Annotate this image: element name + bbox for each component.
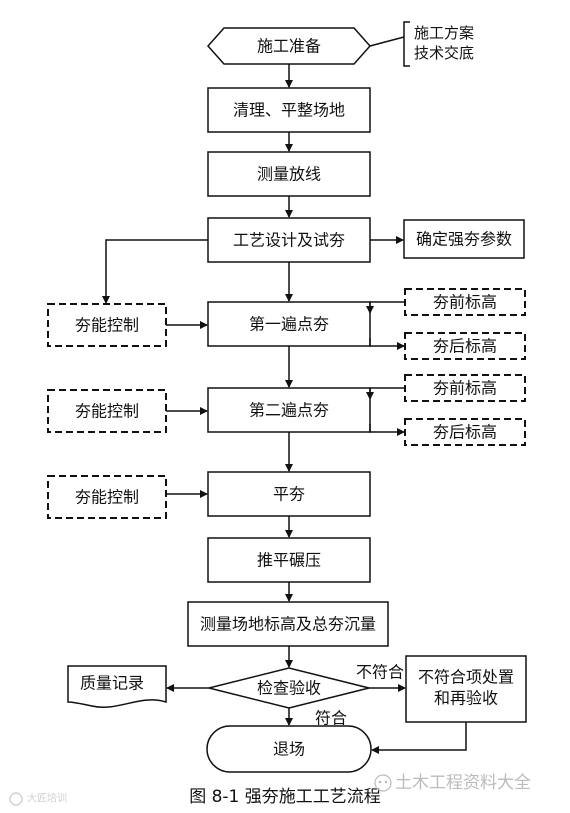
note-bracket <box>403 21 410 67</box>
fix-label-2: 和再验收 <box>434 689 498 708</box>
clear-label: 清理、平整场地 <box>233 101 345 120</box>
arrow <box>366 387 405 400</box>
exit-label: 退场 <box>273 740 305 759</box>
first-pass-label: 第一遍点夯 <box>249 315 329 334</box>
record-label: 质量记录 <box>80 674 144 693</box>
arrow <box>369 424 405 436</box>
start-shape <box>206 27 372 65</box>
control-label-1: 夯能控制 <box>75 316 139 335</box>
second-pass-label: 第二遍点夯 <box>249 401 329 420</box>
arrow <box>366 301 405 314</box>
arrow <box>102 239 208 304</box>
params-box <box>403 219 525 259</box>
pass-label: 符合 <box>315 709 347 728</box>
arrow <box>369 338 405 350</box>
watermark-logo-icon <box>9 792 23 806</box>
measure-box <box>187 601 389 647</box>
control-label-3: 夯能控制 <box>75 488 139 507</box>
control-label-2: 夯能控制 <box>75 402 139 421</box>
watermark-left-text: 大匠培训 <box>27 792 67 805</box>
fix-label-1: 不符合项处置 <box>418 668 514 687</box>
control-box-3 <box>47 475 167 519</box>
before-label-1: 夯前标高 <box>433 293 497 312</box>
level-tamp-label: 平夯 <box>273 485 305 504</box>
check-label: 检查验收 <box>257 679 321 698</box>
note-line-2: 技术交底 <box>414 44 474 62</box>
after-box-1 <box>404 332 526 360</box>
after-label-2: 夯后标高 <box>433 423 497 442</box>
after-box-2 <box>404 418 526 446</box>
watermark-right: 土木工程资料大全 <box>374 773 531 793</box>
params-label: 确定强夯参数 <box>416 230 512 249</box>
roll-label: 推平碾压 <box>257 551 321 570</box>
note-connector <box>369 36 405 47</box>
start-label: 施工准备 <box>257 37 321 56</box>
wechat-icon <box>374 774 392 792</box>
before-label-2: 夯前标高 <box>433 379 497 398</box>
after-label-1: 夯后标高 <box>433 337 497 356</box>
record-document <box>67 665 167 708</box>
design-label: 工艺设计及试夯 <box>233 231 345 250</box>
figure-caption: 图 8-1 强夯施工工艺流程 <box>189 787 381 807</box>
watermark-left: 大匠培训 <box>9 792 67 806</box>
reject-label: 不符合 <box>356 663 404 682</box>
watermark-right-text: 土木工程资料大全 <box>395 773 531 793</box>
survey-label: 测量放线 <box>257 165 321 184</box>
arrow-recheck <box>371 722 467 754</box>
note-line-1: 施工方案 <box>414 24 474 42</box>
measure-label: 测量场地标高及总夯沉量 <box>200 615 376 634</box>
